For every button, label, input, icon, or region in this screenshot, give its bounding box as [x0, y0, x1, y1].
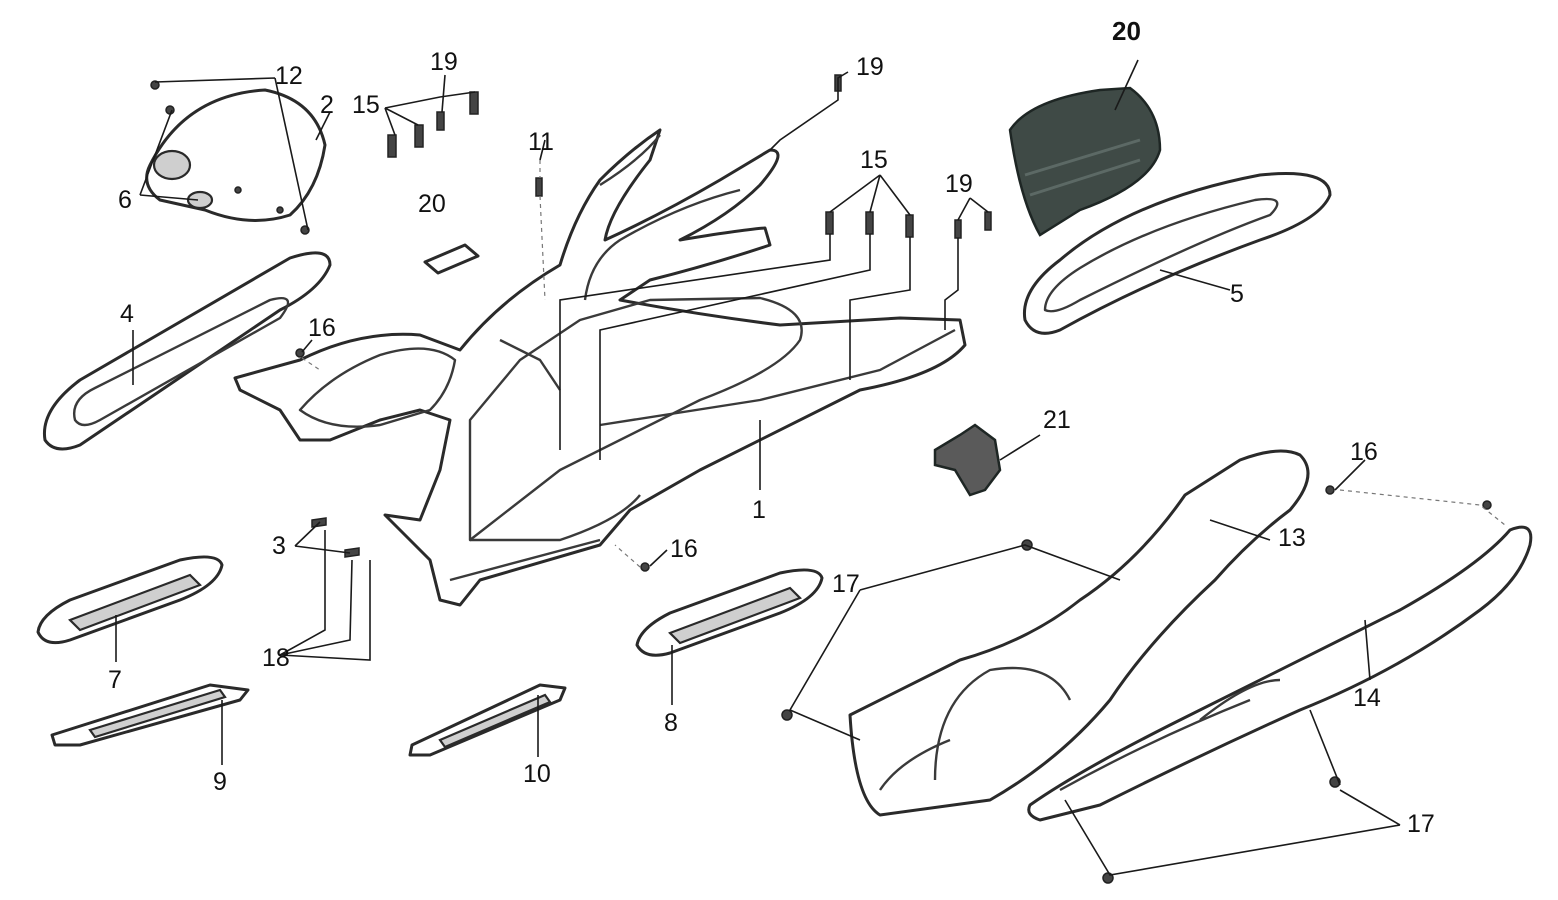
label-1: 1 — [752, 496, 766, 524]
label-18: 18 — [262, 644, 290, 672]
label-9: 9 — [213, 768, 227, 796]
label-16-left: 16 — [308, 314, 336, 342]
label-3: 3 — [272, 532, 286, 560]
label-17-upper: 17 — [832, 570, 860, 598]
label-2: 2 — [320, 91, 334, 119]
part-8-floor-mat-right — [635, 568, 824, 657]
part-13-right-side-skirt — [848, 449, 1310, 817]
label-11: 11 — [528, 128, 554, 156]
label-19-right: 19 — [945, 170, 973, 198]
part-21-mounting-bracket — [933, 423, 1002, 497]
label-21: 21 — [1043, 406, 1071, 434]
label-4: 4 — [120, 300, 134, 328]
label-15-right: 15 — [860, 146, 888, 174]
label-8: 8 — [664, 709, 678, 737]
part-7-floor-mat-left — [36, 555, 224, 645]
label-14: 14 — [1353, 684, 1381, 712]
part-10-floor-trim-right — [408, 683, 567, 757]
part-20-dark-panel — [1008, 86, 1162, 237]
part-20-small-label-plate — [423, 243, 480, 275]
label-10: 10 — [523, 760, 551, 788]
label-20-top-right: 20 — [1112, 16, 1141, 46]
label-19-top-left: 19 — [430, 48, 458, 76]
label-15-left: 15 — [352, 91, 380, 119]
label-19-top-center: 19 — [856, 53, 884, 81]
part-14-right-lower-skirt — [1027, 525, 1533, 822]
label-16-right: 16 — [1350, 438, 1378, 466]
leader-lines — [115, 59, 1506, 876]
label-5: 5 — [1230, 280, 1244, 308]
part-5-right-side-panel — [1022, 172, 1332, 335]
label-17-lower: 17 — [1407, 810, 1435, 838]
label-20-left: 20 — [418, 190, 446, 218]
part-4-left-side-panel — [42, 251, 332, 451]
part-2-front-inner-cover — [145, 88, 327, 222]
label-6: 6 — [118, 186, 132, 214]
label-12: 12 — [275, 62, 303, 90]
part-9-floor-trim-left — [50, 683, 250, 747]
label-7: 7 — [108, 666, 122, 694]
callout-labels: 1 2 3 4 5 6 7 8 9 10 11 12 13 14 15 15 1… — [108, 16, 1435, 838]
label-16-center: 16 — [670, 535, 698, 563]
label-13: 13 — [1278, 524, 1306, 552]
